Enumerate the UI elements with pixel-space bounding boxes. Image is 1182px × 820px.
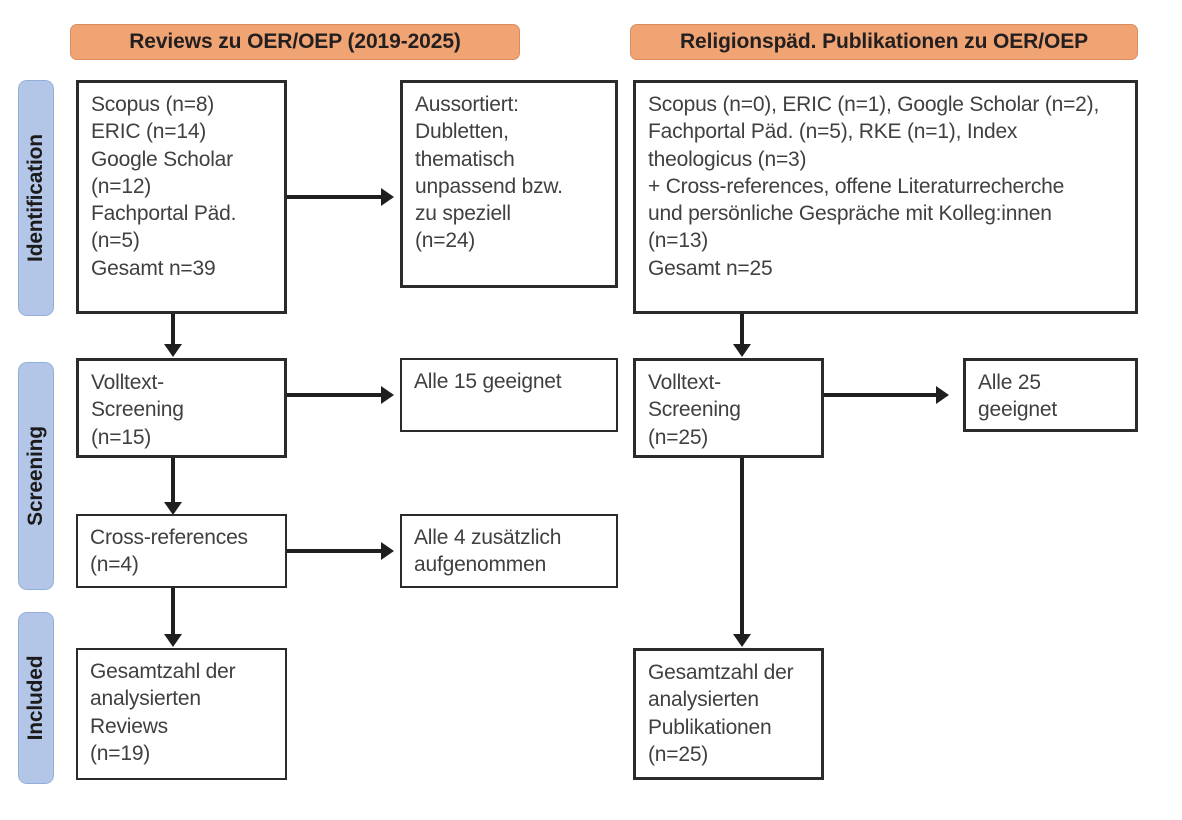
stage-label-included: Included (24, 655, 47, 741)
node-right-included: Gesamtzahl der analysierten Publikatione… (633, 648, 824, 780)
connector-left-crossrefs-to-result (287, 549, 381, 553)
connector-left-screening-to-crossrefs (171, 458, 175, 506)
column-header-publications-label: Religionspäd. Publikationen zu OER/OEP (679, 30, 1089, 53)
node-right-screening: Volltext- Screening (n=25) (633, 358, 824, 458)
node-left-included: Gesamtzahl der analysierten Reviews (n=1… (76, 648, 287, 780)
node-left-screening-result: Alle 15 geeignet (400, 358, 618, 432)
column-header-reviews-label: Reviews zu OER/OEP (2019-2025) (129, 30, 461, 53)
connector-left-identification-to-screening (171, 314, 175, 348)
node-left-screening: Volltext- Screening (n=15) (76, 358, 287, 458)
stage-label-screening: Screening (24, 426, 47, 526)
arrowhead-right-identification-to-screening (733, 344, 751, 357)
arrowhead-left-crossrefs-to-result (381, 542, 394, 560)
arrowhead-right-screening-to-included (733, 634, 751, 647)
connector-right-identification-to-screening (740, 314, 744, 348)
connector-left-identification-to-excluded (287, 195, 381, 199)
connector-left-crossrefs-to-included (171, 588, 175, 638)
node-left-crossrefs: Cross-references (n=4) (76, 514, 287, 588)
connector-right-screening-to-result (824, 393, 936, 397)
stage-pill-identification: Identification (18, 80, 54, 316)
node-left-excluded: Aussortiert: Dubletten, thematisch unpas… (400, 80, 618, 288)
node-right-identification: Scopus (n=0), ERIC (n=1), Google Scholar… (633, 80, 1138, 314)
arrowhead-left-screening-to-result (381, 386, 394, 404)
stage-pill-included: Included (18, 612, 54, 784)
arrowhead-left-screening-to-crossrefs (164, 502, 182, 515)
connector-left-screening-to-result (287, 393, 381, 397)
connector-right-screening-to-included (740, 458, 744, 638)
stage-label-identification: Identification (24, 134, 47, 262)
node-left-crossrefs-result: Alle 4 zusätzlich aufgenommen (400, 514, 618, 588)
arrowhead-left-crossrefs-to-included (164, 634, 182, 647)
column-header-publications: Religionspäd. Publikationen zu OER/OEP (630, 24, 1138, 60)
column-header-reviews: Reviews zu OER/OEP (2019-2025) (70, 24, 520, 60)
arrowhead-right-screening-to-result (936, 386, 949, 404)
node-left-identification: Scopus (n=8) ERIC (n=14) Google Scholar … (76, 80, 287, 314)
stage-pill-screening: Screening (18, 362, 54, 590)
node-right-screening-result: Alle 25 geeignet (963, 358, 1138, 432)
arrowhead-left-identification-to-excluded (381, 188, 394, 206)
arrowhead-left-identification-to-screening (164, 344, 182, 357)
